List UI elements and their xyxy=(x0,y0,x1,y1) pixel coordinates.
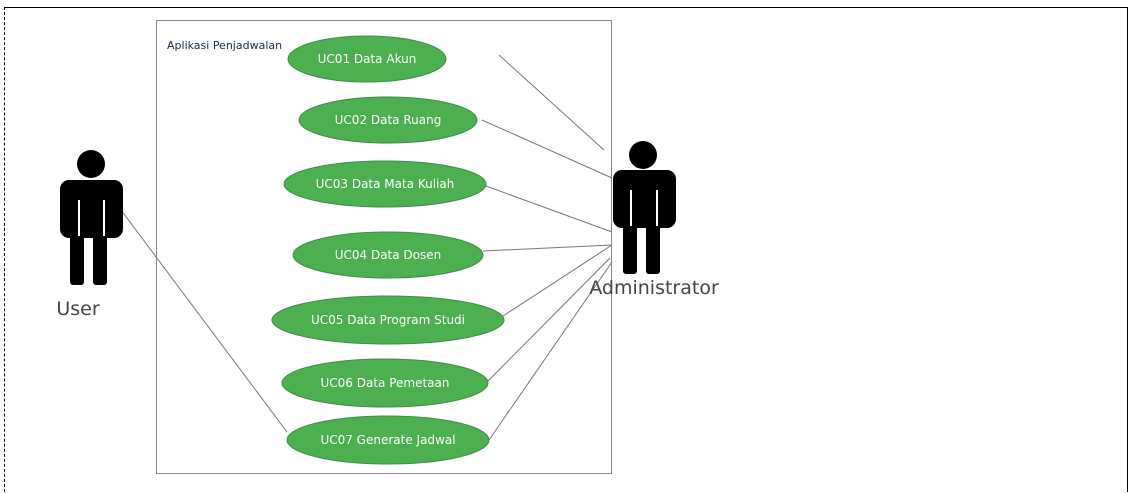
use-case-label: UC07 Generate Jadwal xyxy=(320,433,455,447)
association-line-administrator-uc06 xyxy=(487,257,611,382)
actor-administrator[interactable]: Administrator xyxy=(589,141,719,299)
use-case-ellipse xyxy=(283,160,487,208)
use-case-uc02[interactable]: UC02 Data Ruang xyxy=(298,96,478,144)
association-line-administrator-uc05 xyxy=(502,244,613,317)
use-case-ellipse xyxy=(287,35,447,83)
use-case-uc06[interactable]: UC06 Data Pemetaan xyxy=(281,358,489,408)
use-case-ellipse xyxy=(281,358,489,408)
association-line-administrator-uc07 xyxy=(488,261,613,441)
association-line-administrator-uc04 xyxy=(482,244,613,252)
use-case-uc04[interactable]: UC04 Data Dosen xyxy=(292,231,484,279)
use-case-label: UC06 Data Pemetaan xyxy=(321,376,450,390)
system-title: Aplikasi Penjadwalan xyxy=(167,39,283,52)
association-line-administrator-uc02 xyxy=(481,119,613,179)
use-case-uc05[interactable]: UC05 Data Program Studi xyxy=(271,295,505,345)
use-case-label: UC02 Data Ruang xyxy=(335,113,442,127)
use-case-uc07[interactable]: UC07 Generate Jadwal xyxy=(286,415,490,465)
outer-frame xyxy=(4,7,1128,492)
use-case-uc01[interactable]: UC01 Data Akun xyxy=(287,35,447,83)
use-case-label: UC03 Data Mata Kuliah xyxy=(316,177,455,191)
actor-user-label: User xyxy=(56,298,99,320)
actor-user[interactable]: User xyxy=(56,150,123,320)
association-line-user-uc07 xyxy=(111,197,288,433)
use-case-ellipse xyxy=(292,231,484,279)
association-line-administrator-uc01 xyxy=(498,54,605,151)
use-case-label: UC05 Data Program Studi xyxy=(311,313,465,327)
use-case-ellipse xyxy=(298,96,478,144)
use-case-label: UC04 Data Dosen xyxy=(335,248,442,262)
use-case-label: UC01 Data Akun xyxy=(318,52,417,66)
use-case-ellipse xyxy=(286,415,490,465)
use-case-uc03[interactable]: UC03 Data Mata Kuliah xyxy=(283,160,487,208)
association-line-administrator-uc03 xyxy=(485,185,613,233)
use-case-ellipse xyxy=(271,295,505,345)
actor-administrator-label: Administrator xyxy=(589,277,719,299)
association-lines xyxy=(111,54,613,441)
user-person-icon xyxy=(60,150,123,285)
administrator-person-icon xyxy=(613,141,676,274)
